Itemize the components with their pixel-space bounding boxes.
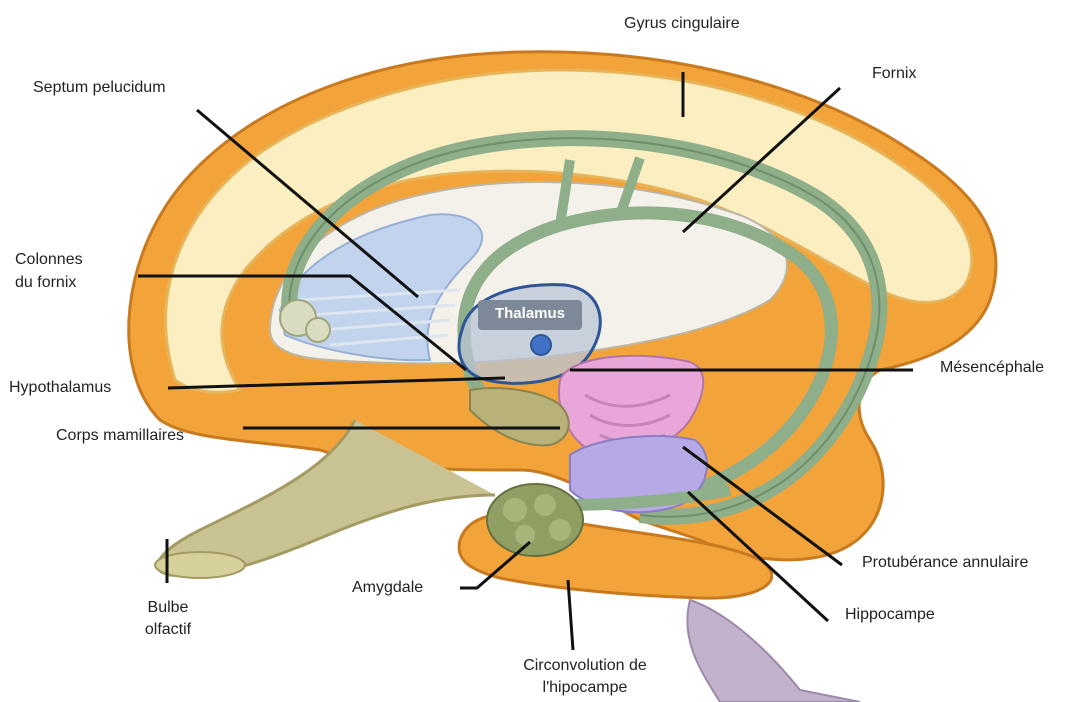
- label-bulbe-line1: Bulbe: [128, 598, 208, 618]
- label-amygdale: Amygdale: [352, 578, 423, 598]
- label-fornix: Fornix: [872, 64, 916, 84]
- label-circonvolution-line1: Circonvolution de: [495, 656, 675, 676]
- label-colonnes-line1: Colonnes: [15, 250, 83, 270]
- brain-stem: [687, 600, 860, 702]
- label-thalamus: Thalamus: [478, 304, 582, 324]
- label-gyrus-cingulaire: Gyrus cingulaire: [624, 14, 740, 34]
- label-bulbe-line2: olfactif: [128, 620, 208, 640]
- label-septum-pelucidum: Septum pelucidum: [33, 78, 166, 98]
- label-colonnes-line2: du fornix: [15, 273, 76, 293]
- label-corps-mamillaires: Corps mamillaires: [56, 426, 184, 446]
- label-hippocampe: Hippocampe: [845, 605, 935, 625]
- label-hypothalamus: Hypothalamus: [9, 378, 111, 398]
- label-mesencephale: Mésencéphale: [940, 358, 1044, 378]
- amygdale-shape: [487, 484, 583, 556]
- label-protuberance-annulaire: Protubérance annulaire: [862, 553, 1028, 573]
- thalamus-dot: [531, 335, 551, 355]
- label-circonvolution-line2: l'hipocampe: [495, 678, 675, 698]
